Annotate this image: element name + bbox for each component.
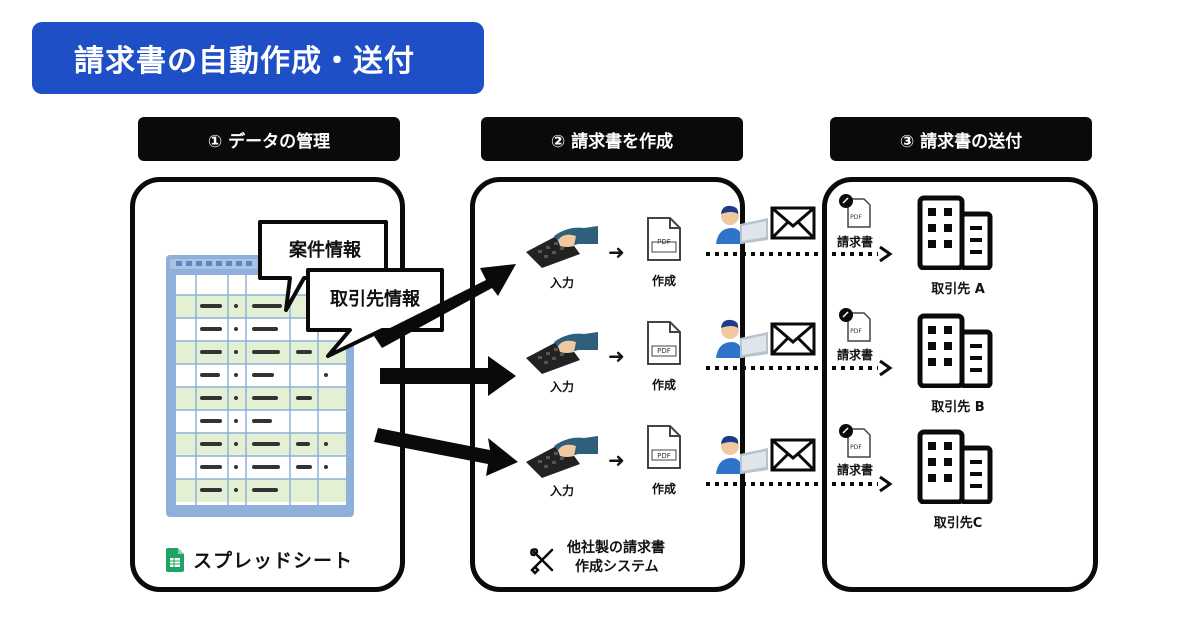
tools-icon (530, 548, 554, 575)
typing-hands-icon (526, 436, 598, 478)
step-tag-1: ① データの管理 (138, 117, 400, 161)
attached-pdf-icon (839, 424, 871, 458)
person-laptop-icon (716, 319, 768, 358)
step-label-1: ① データの管理 (207, 131, 331, 152)
arrow-right-icon: ➜ (608, 344, 625, 368)
invoice-label: 請求書 (836, 235, 873, 249)
pdf-file-icon (647, 321, 681, 365)
client-label: 取引先C (933, 516, 983, 531)
typing-hands-icon (526, 226, 598, 268)
title-banner: 請求書の自動作成・送付 (32, 22, 484, 94)
input-label: 入力 (549, 484, 574, 498)
create-label: 作成 (651, 482, 676, 496)
step-tag-2: ② 請求書を作成 (481, 117, 743, 161)
envelope-icon (770, 322, 816, 356)
create-label: 作成 (651, 274, 676, 288)
create-label: 作成 (651, 378, 676, 392)
page-title: 請求書の自動作成・送付 (74, 44, 415, 79)
attached-pdf-icon (839, 308, 871, 342)
invoice-label: 請求書 (836, 348, 873, 362)
person-laptop-icon (716, 435, 768, 474)
system-label-line1: 他社製の請求書 (567, 540, 665, 556)
panel-invoice-creation (470, 177, 745, 592)
bubble-client-info (306, 268, 444, 358)
flow-arrows-to-creation (374, 264, 518, 476)
arrow-right-icon: ➜ (608, 240, 625, 264)
dotted-send-arrows (706, 245, 893, 493)
envelope-icon (770, 206, 816, 240)
input-label: 入力 (549, 380, 574, 394)
step-tag-3: ③ 請求書の送付 (830, 117, 1092, 161)
pdf-text: PDF (657, 347, 671, 355)
client-label: 取引先 B (931, 400, 985, 415)
client-label: 取引先 A (931, 282, 985, 297)
typing-hands-icon (526, 332, 598, 374)
spreadsheet-label: スプレッドシート (193, 550, 354, 572)
building-icon (917, 313, 993, 388)
pdf-file-icon (647, 217, 681, 261)
person-laptop-icon (716, 205, 768, 244)
bubble-case-label: 案件情報 (289, 240, 361, 261)
invoice-label: 請求書 (836, 463, 873, 477)
pdf-file-icon (647, 425, 681, 469)
step-label-3: ③ 請求書の送付 (899, 131, 1023, 152)
envelope-icon (770, 438, 816, 472)
bubble-case-info (258, 220, 388, 312)
input-label: 入力 (549, 276, 574, 290)
system-label-line2: 作成システム (575, 559, 659, 575)
pdf-text: PDF (850, 444, 862, 451)
pdf-text: PDF (850, 214, 862, 221)
arrow-right-icon: ➜ (608, 448, 625, 472)
pdf-text: PDF (657, 452, 671, 460)
pdf-text: PDF (850, 328, 862, 335)
building-icon (917, 429, 993, 504)
google-sheets-icon (166, 548, 184, 572)
pdf-text: PDF (657, 238, 671, 246)
building-icon (917, 195, 993, 270)
attached-pdf-icon (839, 194, 871, 228)
step-label-2: ② 請求書を作成 (550, 131, 674, 152)
bubble-client-label: 取引先情報 (330, 289, 420, 310)
